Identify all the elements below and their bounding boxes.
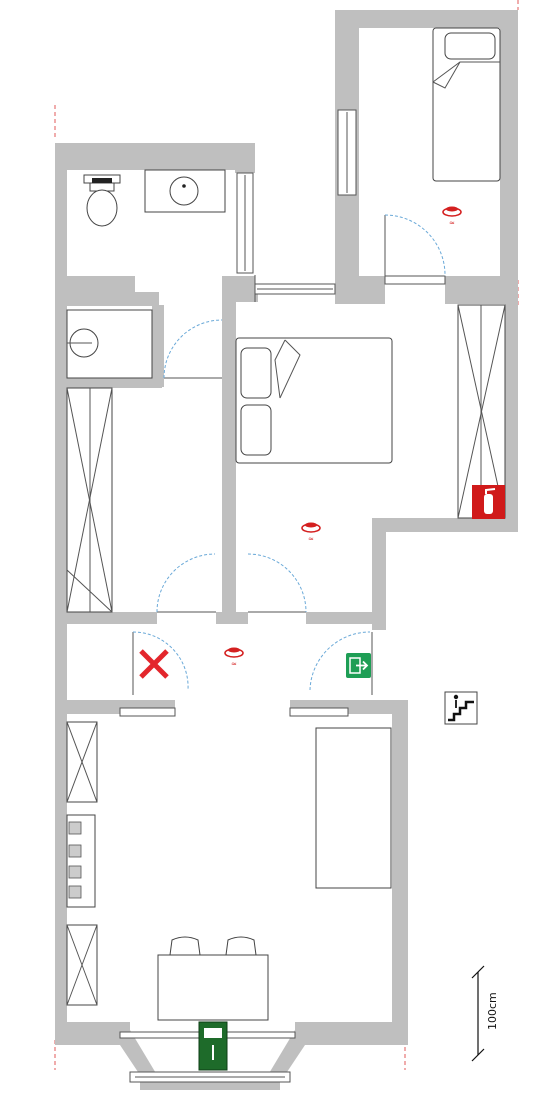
emergency-exit-door-icon <box>198 1021 228 1071</box>
sink-icon <box>144 169 226 213</box>
svg-text:≈: ≈ <box>231 660 237 668</box>
section-cut-lines <box>54 0 519 1070</box>
stairs-icon <box>444 691 478 725</box>
fire-extinguisher-icon <box>472 485 505 519</box>
svg-text:≈: ≈ <box>308 535 314 543</box>
shower-icon <box>66 309 153 379</box>
chair-icon <box>169 936 201 956</box>
toilet-icon <box>83 174 121 227</box>
wardrobes <box>66 304 506 1006</box>
doors <box>119 214 446 717</box>
living-furniture <box>66 727 392 1021</box>
blocked-exit-icon <box>139 649 169 679</box>
exit-sign-icon <box>346 653 371 678</box>
scale-bar: 100cm <box>471 965 499 1062</box>
bed-icon <box>432 27 501 182</box>
bed-icon <box>235 337 393 464</box>
smoke-detector-icon: ≈ <box>224 647 244 668</box>
scale-label: 100cm <box>486 992 499 1030</box>
smoke-detector-icon: ≈ <box>301 522 321 543</box>
chair-icon <box>225 936 257 956</box>
smoke-detector-icon: ≈ <box>442 206 462 227</box>
svg-text:≈: ≈ <box>449 219 455 227</box>
walls <box>55 10 518 1090</box>
